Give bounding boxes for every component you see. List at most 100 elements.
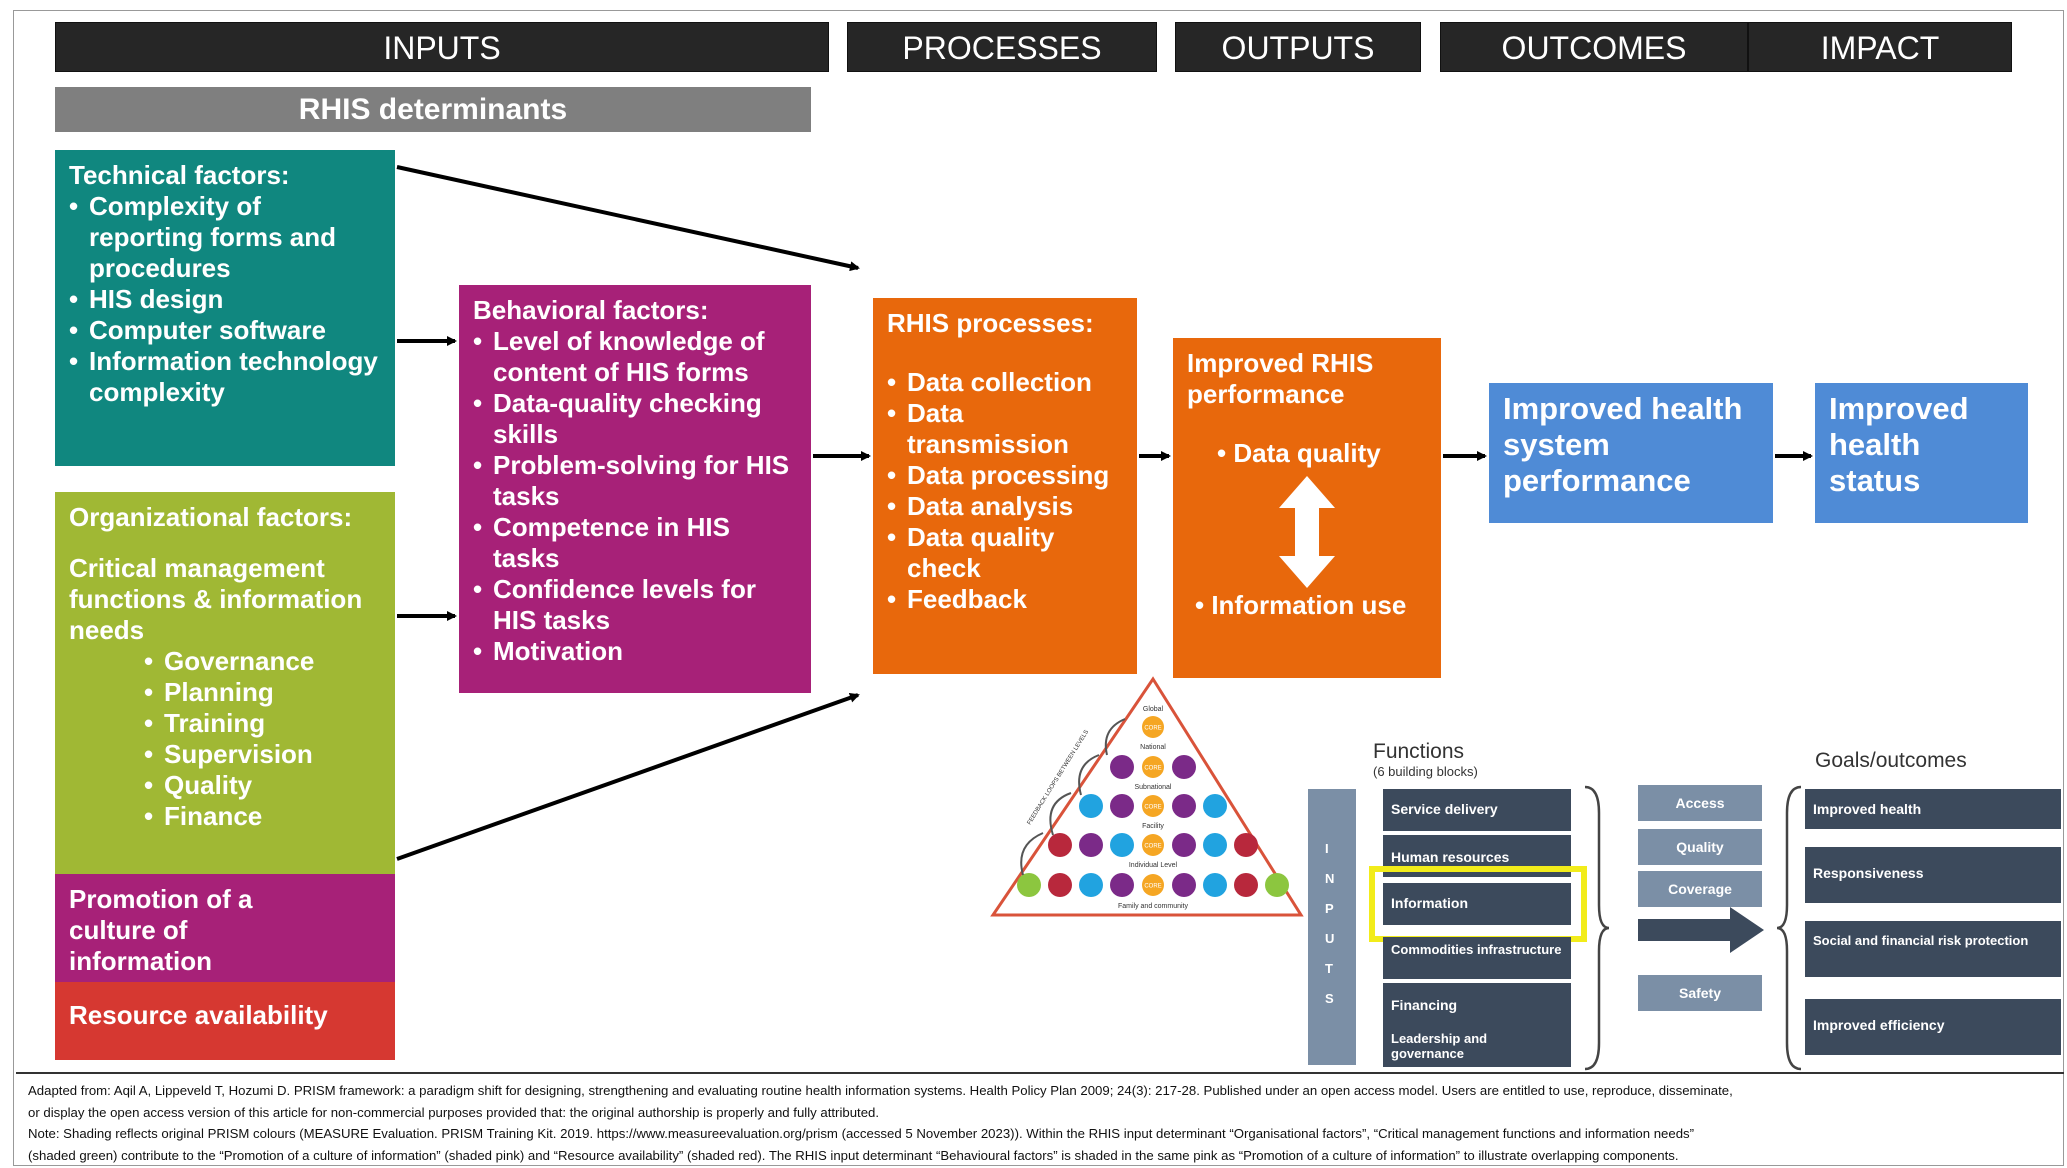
pyramid-node — [1172, 755, 1196, 779]
pyramid-node — [1079, 794, 1103, 818]
middle-safety: Safety — [1638, 975, 1762, 1011]
footnote-line: (shaded green) contribute to the “Promot… — [28, 1147, 1679, 1163]
rhis-processes-title: RHIS processes: — [887, 308, 1094, 338]
list-item: Problem-solving for HIS tasks — [473, 450, 797, 512]
organizational-factors-subtitle: Critical management functions & informat… — [69, 553, 363, 645]
arrow-right-icon — [1638, 907, 1764, 953]
data-quality-item: • Data quality — [1217, 438, 1381, 468]
goal-responsiveness: Responsiveness — [1805, 847, 2061, 903]
culture-of-information-box: Promotion of a culture of information — [55, 874, 395, 982]
technical-factors-list: Complexity of reporting forms and proced… — [69, 191, 381, 408]
inputs-letter: N — [1325, 871, 1335, 886]
feedback-loop-icon — [1104, 718, 1126, 756]
rhis-processes-box: RHIS processes: Data collection Data tra… — [873, 298, 1137, 674]
determinants-bar: RHIS determinants — [55, 87, 811, 132]
core-node — [1142, 874, 1164, 896]
list-item: Confidence levels for HIS tasks — [473, 574, 797, 636]
pyramid-node — [1110, 833, 1134, 857]
behavioral-factors-box: Behavioral factors: Level of knowledge o… — [459, 285, 811, 693]
pyramid-level-label: Subnational — [1135, 784, 1172, 791]
culture-of-information-label: Promotion of a culture of information — [69, 884, 253, 976]
footnote: Adapted from: Aqil A, Lippeveld T, Hozum… — [16, 1072, 2064, 1166]
goals-title: Goals/outcomes — [1815, 749, 1967, 772]
feedback-loop-icon — [1049, 792, 1072, 836]
stage-header-processes: PROCESSES — [847, 22, 1157, 72]
pyramid-node — [1265, 873, 1289, 897]
health-system-box: Improved health system performance — [1489, 383, 1773, 523]
pyramid-node — [1110, 873, 1134, 897]
list-item: Competence in HIS tasks — [473, 512, 797, 574]
list-item: Data collection — [887, 367, 1123, 398]
block-service-delivery: Service delivery — [1383, 789, 1571, 831]
core-node — [1142, 834, 1164, 856]
functions-subtitle: (6 building blocks) — [1373, 764, 1478, 779]
list-item: Data transmission — [887, 398, 1123, 460]
footnote-line: or display the open access version of th… — [28, 1104, 880, 1120]
pyramid-node — [1079, 833, 1103, 857]
pyramid-node — [1172, 873, 1196, 897]
block-financing: Financing — [1383, 983, 1571, 1025]
health-status-label: Improved health status — [1829, 391, 1969, 498]
core-node — [1142, 756, 1164, 778]
left-brace-icon — [1584, 785, 1610, 1071]
list-item: Feedback — [887, 584, 1123, 615]
core-node-label: CORE — [1144, 726, 1161, 732]
inputs-letter: U — [1325, 931, 1335, 946]
technical-factors-box: Technical factors: Complexity of reporti… — [55, 150, 395, 466]
pyramid-node — [1079, 873, 1103, 897]
information-highlight — [1369, 866, 1587, 942]
core-node-label: CORE — [1144, 805, 1161, 811]
pyramid-node — [1203, 833, 1227, 857]
block-information: Information — [1383, 883, 1571, 925]
pyramid-node — [1110, 755, 1134, 779]
resource-availability-label: Resource availability — [69, 1000, 328, 1030]
functions-title: Functions — [1373, 740, 1465, 763]
list-item: Planning — [144, 677, 381, 708]
pyramid-node — [1110, 794, 1134, 818]
health-status-box: Improved health status — [1815, 383, 2028, 523]
block-commodities: Commodities infrastructure — [1383, 937, 1571, 979]
inputs-letter: S — [1325, 991, 1334, 1006]
stage-header-outcomes: OUTCOMES — [1440, 22, 1748, 72]
block-leadership: Leadership and governance — [1383, 1025, 1571, 1067]
pyramid-node — [1017, 873, 1041, 897]
list-item: Level of knowledge of content of HIS for… — [473, 326, 797, 388]
pyramid-node — [1203, 873, 1227, 897]
pyramid-level-label: Facility — [1142, 823, 1164, 830]
right-brace-icon — [1777, 785, 1802, 1071]
resource-availability-box: Resource availability — [55, 982, 395, 1060]
list-item: Information technology complexity — [69, 346, 381, 408]
goal-risk-protection: Social and financial risk protection — [1805, 921, 2061, 977]
list-item: Complexity of reporting forms and proced… — [69, 191, 381, 284]
organizational-factors-box: Organizational factors: Critical managem… — [55, 492, 395, 874]
inputs-letter: P — [1325, 901, 1334, 916]
core-node — [1142, 795, 1164, 817]
outer-frame — [13, 10, 2064, 1166]
inputs-letter: T — [1325, 961, 1333, 976]
stage-header-inputs: INPUTS — [55, 22, 829, 72]
inputs-letter: I — [1325, 841, 1329, 856]
list-item: Computer software — [69, 315, 381, 346]
goal-efficiency: Improved efficiency — [1805, 999, 2061, 1055]
core-node-label: CORE — [1144, 844, 1161, 850]
double-arrow-icon — [1279, 476, 1335, 588]
organizational-factors-list: Governance Planning Training Supervision… — [144, 646, 381, 832]
core-node — [1142, 716, 1164, 738]
data-quality-label: Data quality — [1233, 438, 1381, 468]
list-item: Supervision — [144, 739, 381, 770]
pyramid-node — [1048, 873, 1072, 897]
information-use-label: Information use — [1211, 590, 1407, 620]
list-item: Data processing — [887, 460, 1123, 491]
stage-header-outputs: OUTPUTS — [1175, 22, 1421, 72]
list-item: Data-quality checking skills — [473, 388, 797, 450]
feedback-loop-icon — [1078, 754, 1100, 796]
inputs-bar — [1308, 789, 1356, 1065]
list-item: Data quality check — [887, 522, 1123, 584]
list-item: Finance — [144, 801, 381, 832]
feedback-loop-icon — [1020, 832, 1044, 876]
information-use-item: • Information use — [1195, 590, 1407, 620]
list-item: Governance — [144, 646, 381, 677]
pyramid-node — [1203, 794, 1227, 818]
list-item: Quality — [144, 770, 381, 801]
